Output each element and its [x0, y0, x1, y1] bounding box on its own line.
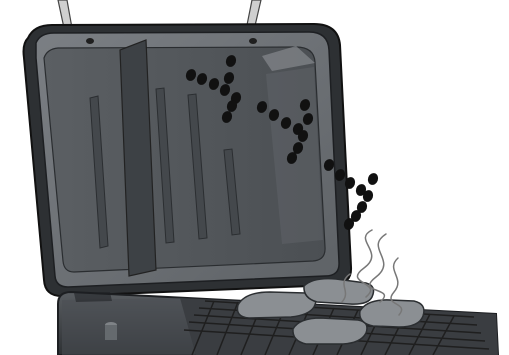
food-item-1 — [237, 292, 315, 318]
food-item-3 — [293, 318, 367, 344]
open-lid — [24, 24, 352, 296]
food-item-4 — [360, 300, 424, 327]
